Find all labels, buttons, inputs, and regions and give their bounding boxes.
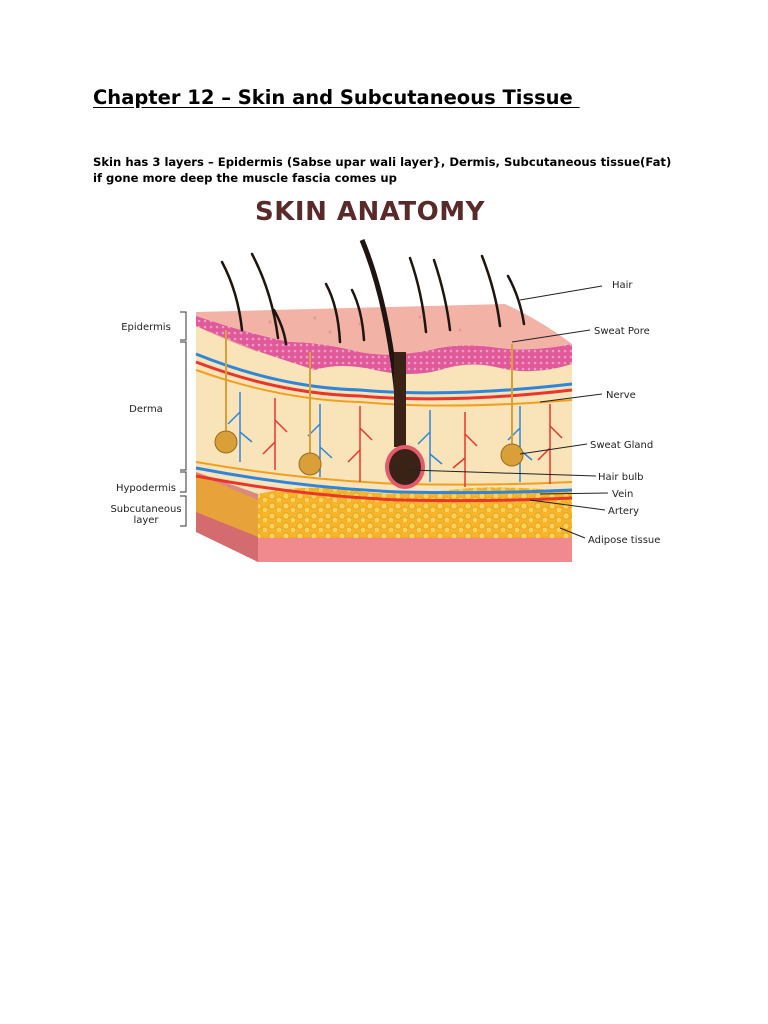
figure-title: SKIN ANATOMY [255,197,486,227]
artery-line-lower [195,474,573,503]
hair-follicle [359,239,425,489]
label-vein: Vein [612,489,633,500]
skin-surface [196,304,572,355]
label-artery: Artery [608,506,639,517]
left-brackets [180,311,187,527]
dermis-layer [196,326,572,494]
skin-anatomy-figure: SKIN ANATOMY [100,192,670,564]
label-sweat-pore: Sweat Pore [594,326,650,337]
label-adipose-tissue: Adipose tissue [588,535,660,546]
sweat-glands [214,330,524,476]
nerve-line [195,369,573,407]
label-subcutaneous-layer: layer [133,515,159,526]
page-title: Chapter 12 – Skin and Subcutaneous Tissu… [93,86,580,109]
label-hair: Hair [612,280,633,291]
epidermis-band [196,316,572,374]
vein-line-upper [195,352,573,395]
vein-line-lower [195,466,573,495]
label-sweat-gland: Sweat Gland [590,440,653,451]
body-paragraph: Skin has 3 layers – Epidermis (Sabse upa… [93,155,672,185]
artery-line-upper [195,360,573,401]
surface-pores [268,315,462,334]
label-subcutaneous: Subcutaneous [110,504,181,515]
label-epidermis: Epidermis [121,322,171,333]
bottom-muscle-layer [258,537,572,562]
hair-strands [220,252,526,346]
label-hypodermis: Hypodermis [116,483,176,494]
skin-anatomy-illustration: SKIN ANATOMY [110,197,660,562]
label-nerve: Nerve [606,390,636,401]
right-leader-lines [409,285,609,539]
label-hair-bulb: Hair bulb [598,472,644,483]
label-derma: Derma [129,404,163,415]
